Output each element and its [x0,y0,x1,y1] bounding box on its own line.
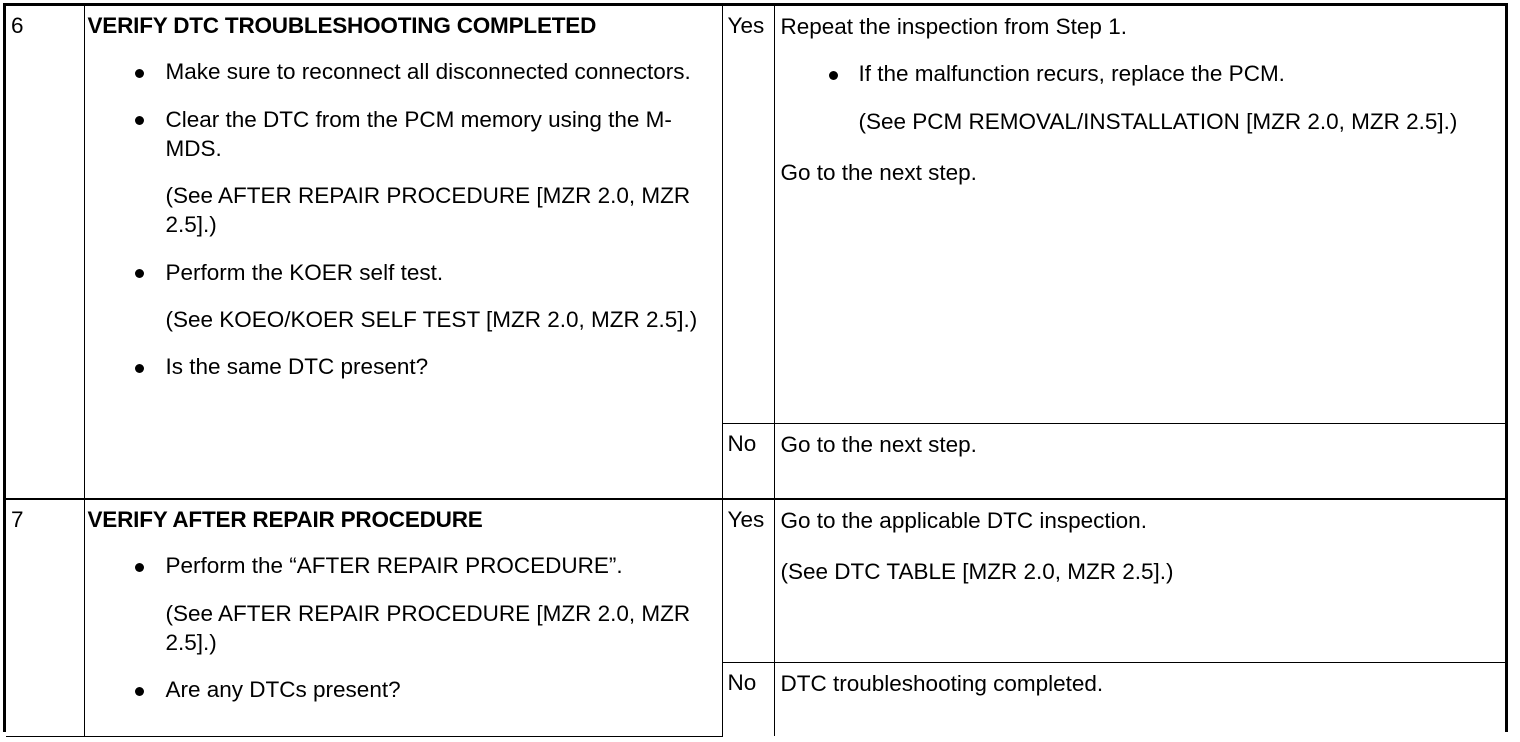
list-item-text: Perform the “AFTER REPAIR PROCEDURE”. [165,553,623,579]
result-label-cell-6-yes: Yes [721,6,775,424]
action-cell-7-yes: Go to the applicable DTC inspection. (Se… [773,498,1506,663]
step-inspection-cell-6: VERIFY DTC TROUBLESHOOTING COMPLETED Mak… [83,6,723,500]
action-cell-6-no: Go to the next step. [773,423,1506,500]
list-item: Make sure to reconnect all disconnected … [88,57,718,86]
step-number-6: 6 [11,13,24,38]
result-label-no: No [727,670,757,695]
list-item-text: Clear the DTC from the PCM memory using … [165,106,672,161]
action-line: Go to the next step. [780,432,977,457]
list-item-text: If the malfunction recurs, replace the P… [858,61,1285,87]
list-item-text: Is the same DTC present? [165,354,429,380]
step-number-cell-7: 7 [6,498,85,737]
action-line: Repeat the inspection from Step 1. [780,14,1127,39]
bullet-icon [134,686,144,696]
troubleshooting-table: 6 VERIFY DTC TROUBLESHOOTING COMPLETED M… [6,6,1505,737]
action-cell-7-no: DTC troubleshooting completed. [773,662,1506,736]
bullet-icon [134,69,144,79]
step-inspection-cell-7: VERIFY AFTER REPAIR PROCEDURE Perform th… [83,498,723,737]
step-title-7: VERIFY AFTER REPAIR PROCEDURE [87,507,483,532]
result-label-cell-7-yes: Yes [721,498,775,663]
result-label-yes: Yes [727,13,765,38]
list-item-text: Make sure to reconnect all disconnected … [165,59,691,85]
bullet-icon [134,269,144,279]
result-label-cell-6-no: No [722,423,775,500]
result-label-no: No [727,431,757,456]
step-title-6: VERIFY DTC TROUBLESHOOTING COMPLETED [87,13,597,38]
step-number-7: 7 [11,507,24,532]
list-item: Perform the KOER self test. [88,258,718,287]
list-item: Is the same DTC present? [88,352,718,381]
action-line: Go to the applicable DTC inspection. [780,508,1147,533]
reference-note: (See AFTER REPAIR PROCEDURE [MZR 2.0, MZ… [165,183,691,238]
action-line: Go to the next step. [780,159,977,185]
reference-note: (See KOEO/KOER SELF TEST [MZR 2.0, MZR 2… [165,306,698,332]
step-number-cell-6: 6 [6,6,85,500]
reference-note: (See PCM REMOVAL/INSTALLATION [MZR 2.0, … [858,108,1458,134]
bullet-icon [134,563,144,573]
action-content: Go to the applicable DTC inspection. (Se… [775,500,1506,591]
bullet-icon [828,70,838,80]
action-cell-6-yes: Repeat the inspection from Step 1. If th… [773,6,1506,424]
action-content: DTC troubleshooting completed. [775,663,1506,702]
bullet-icon [134,116,144,126]
list-item: Perform the “AFTER REPAIR PROCEDURE”. [88,551,718,580]
action-content: Go to the next step. [775,424,1506,463]
table-row: 6 VERIFY DTC TROUBLESHOOTING COMPLETED M… [6,6,1506,500]
list-item-text: Perform the KOER self test. [165,259,444,285]
reference-note: (See AFTER REPAIR PROCEDURE [MZR 2.0, MZ… [165,600,691,655]
list-item: Clear the DTC from the PCM memory using … [88,105,718,164]
list-item: If the malfunction recurs, replace the P… [781,59,1500,88]
result-label-yes: Yes [727,507,765,532]
action-line: DTC troubleshooting completed. [780,671,1104,696]
troubleshooting-table-frame: 6 VERIFY DTC TROUBLESHOOTING COMPLETED M… [3,3,1508,737]
table-row: 7 VERIFY AFTER REPAIR PROCEDURE Perform … [6,498,1506,737]
list-item-text: Are any DTCs present? [165,677,401,703]
reference-note: (See DTC TABLE [MZR 2.0, MZR 2.5].) [780,559,1174,585]
result-label-cell-7-no: No [722,662,775,736]
list-item: Are any DTCs present? [88,675,718,704]
table-row: No DTC troubleshooting completed. [6,662,1506,736]
bullet-icon [134,363,144,373]
step-items-7: Perform the “AFTER REPAIR PROCEDURE”. (S… [85,551,722,704]
step-items-6: Make sure to reconnect all disconnected … [85,57,722,381]
action-content: Repeat the inspection from Step 1. If th… [775,6,1506,191]
